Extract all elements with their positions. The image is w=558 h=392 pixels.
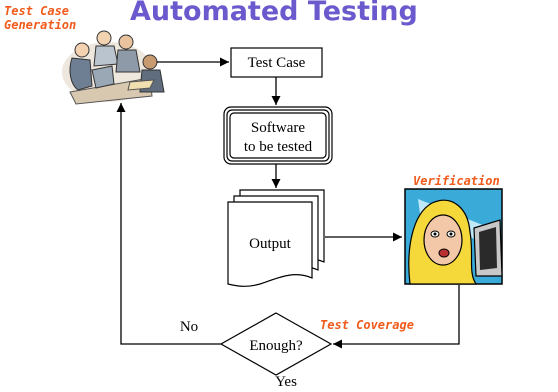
test-case-generation-label-line2: Generation <box>4 18 77 32</box>
edge-label-no: No <box>180 319 198 335</box>
verification-label: Verification <box>413 174 500 188</box>
test-case-node <box>230 47 323 78</box>
enough-decision-node-label: Enough? <box>249 338 303 354</box>
test-case-generation-label: Test Case Generation <box>4 4 76 32</box>
test-coverage-label: Test Coverage <box>320 318 414 332</box>
test-case-node-label: Test Case <box>248 55 306 71</box>
software-node <box>223 106 333 165</box>
edge-verification-to-enough <box>333 285 460 349</box>
output-node <box>227 189 325 287</box>
software-node-label-line2: to be tested <box>244 139 313 155</box>
output-node-label: Output <box>249 236 292 252</box>
edge-no-loop-back <box>116 103 221 345</box>
business-team-icon <box>62 30 165 105</box>
enough-decision-node <box>219 312 333 376</box>
software-node-label-line1: Software <box>251 120 305 136</box>
page-title: Automated Testing <box>130 0 418 27</box>
edge-label-yes: Yes <box>275 374 297 390</box>
test-case-generation-label-line1: Test Case <box>4 4 70 18</box>
woman-at-computer-icon <box>404 188 503 285</box>
